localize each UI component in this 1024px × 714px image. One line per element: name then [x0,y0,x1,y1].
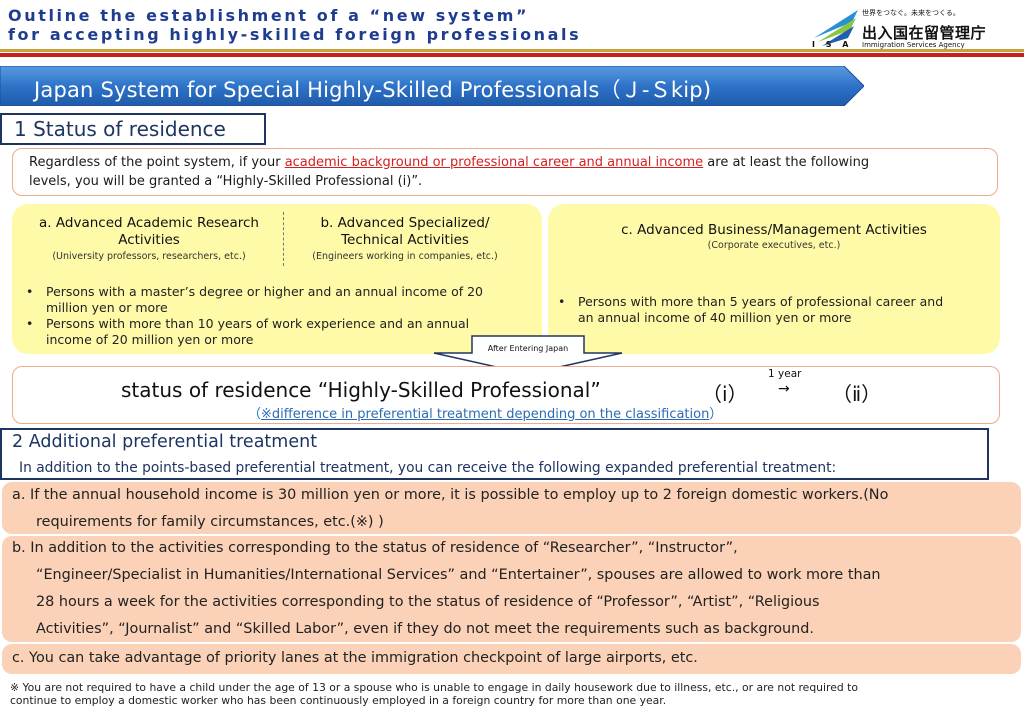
bullet-icon: • [26,316,34,331]
category-b-subtitle: (Engineers working in companies, etc.) [312,251,498,262]
banner-title: Japan System for Special Highly-Skilled … [34,78,712,102]
footnote: ※ You are not required to have a child u… [10,681,858,707]
list-item-line: Persons with more than 5 years of profes… [578,294,944,309]
section-2-heading: 2 Additional preferential treatment [12,432,318,452]
arrow-label: After Entering Japan [487,344,569,353]
bullet-icon: • [558,294,566,309]
treatment-item-b: b. In addition to the activities corresp… [12,540,881,637]
status-box [12,366,1000,424]
status-level-i: （ⅰ） [702,382,748,406]
status-level-ii: （ⅱ） [832,382,882,406]
down-arrow-icon [433,335,623,375]
logo-agency-name-jp: 出入国在留管理庁 [862,24,987,42]
section-1-heading-box [0,113,266,145]
list-item-line: Persons with more than 10 years of work … [46,316,470,331]
page-title-line-1: Outline the establishment of a “new syst… [8,6,530,25]
difference-link[interactable]: ※difference in preferential treatment de… [261,407,710,422]
list-item: • Persons with more than 5 years of prof… [558,294,988,326]
treatment-item-c-box [2,644,1021,674]
category-ab-box [12,204,542,354]
section-2-heading-box [0,428,989,480]
intro-line-2: levels, you will be granted a “Highly-Sk… [29,174,423,189]
treatment-item-c: c. You can take advantage of priority la… [12,650,698,666]
logo-agency-name-en: Immigration Services Agency [862,41,965,49]
status-note: （※difference in preferential treatment d… [248,407,723,422]
list-item: • Persons with a master’s degree or high… [26,284,536,316]
page-title-line-2: for accepting highly-skilled foreign pro… [8,25,582,44]
intro-text-part1: Regardless of the point system, if your [29,155,285,170]
list-item-line: million yen or more [46,300,168,315]
page-title: Outline the establishment of a “new syst… [8,6,581,44]
title-banner [0,66,864,106]
status-duration: 1 year [768,368,802,380]
category-a-title: a. Advanced Academic Research Activities [39,215,259,248]
intro-line-1: Regardless of the point system, if your … [29,153,869,172]
section-1-heading: 1 Status of residence [14,117,226,141]
isa-logo-icon [814,10,858,46]
category-divider [283,212,284,266]
intro-box [12,148,998,196]
right-arrow-icon: → [778,381,790,397]
intro-highlight: academic background or professional care… [284,155,704,170]
category-c-box [548,204,1000,354]
treatment-item-a-box [2,482,1021,534]
list-item-line: income of 20 million yen or more [46,332,254,347]
bullet-icon: • [26,284,34,299]
category-a-subtitle: (University professors, researchers, etc… [52,251,246,262]
list-item-line: an annual income of 40 million yen or mo… [578,310,852,325]
logo-abbreviation: I S A [812,40,853,49]
treatment-item-b-box [2,536,1021,642]
status-title: status of residence “Highly-Skilled Prof… [121,378,601,402]
treatment-item-a: a. If the annual household income is 30 … [12,487,889,530]
category-b-title: b. Advanced Specialized/ Technical Activ… [320,215,490,248]
list-item: • Persons with more than 10 years of wor… [26,316,536,348]
category-c-subtitle: (Corporate executives, etc.) [707,240,841,251]
header-divider-red [0,53,1024,57]
list-item-line: Persons with a master’s degree or higher… [46,284,484,299]
category-c-title: c. Advanced Business/Management Activiti… [621,222,927,238]
intro-text-part2: are at least the following [703,155,870,170]
header-divider-gold [0,49,1024,52]
section-2-subheading: In addition to the points-based preferen… [19,460,837,476]
logo-tagline: 世界をつなぐ。未来をつくる。 [862,9,960,17]
